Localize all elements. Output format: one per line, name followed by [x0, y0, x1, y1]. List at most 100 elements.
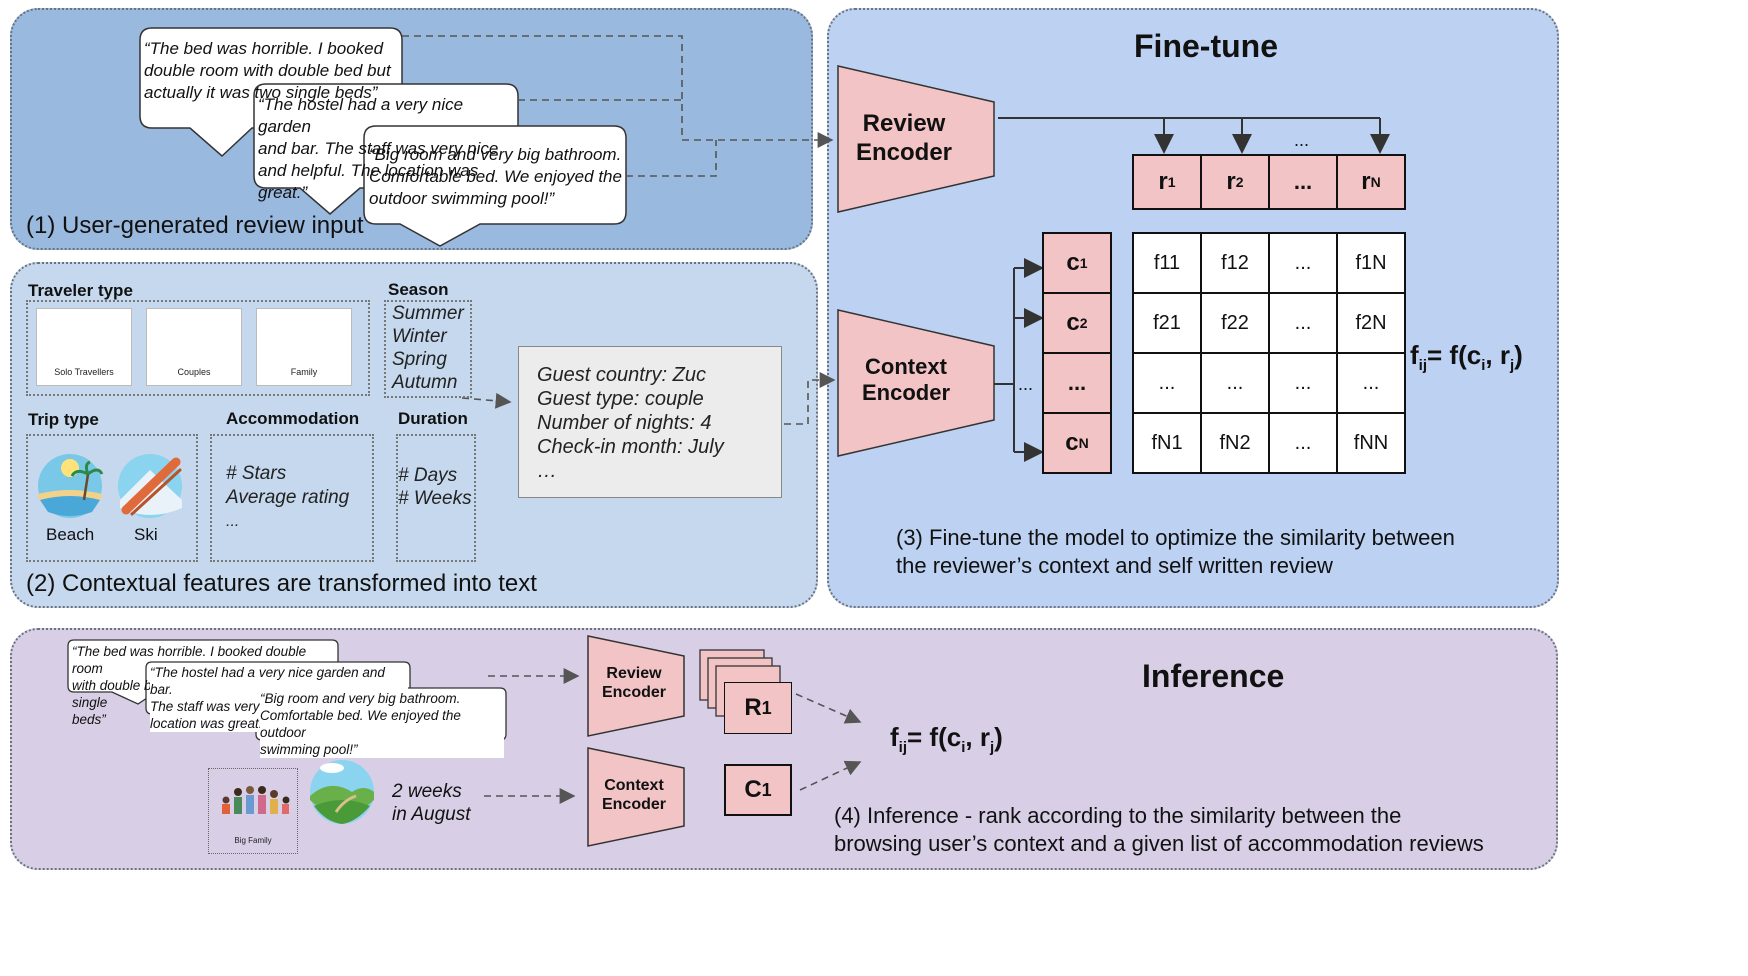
formula-sub: j — [1509, 357, 1515, 375]
landscape-illustration — [310, 760, 374, 824]
r1-sub: 1 — [761, 697, 772, 718]
formula-sub: ij — [1418, 357, 1428, 375]
season-item: Spring — [392, 349, 447, 370]
review-encoder-outputs — [998, 117, 1390, 154]
card-family: Family — [256, 308, 352, 386]
card-caption: Couples — [177, 367, 211, 377]
matrix-cell: ... — [1268, 352, 1338, 414]
accommodation-item: ... — [226, 513, 240, 530]
panel1-caption: (1) User-generated review input — [26, 212, 364, 239]
c-label: c — [1065, 429, 1079, 456]
c-sub: 1 — [1079, 255, 1088, 271]
top-ellipsis: ... — [1294, 130, 1310, 150]
season-heading: Season — [388, 280, 449, 299]
similarity-matrix: f11 f12 ... f1N f21 f22 ... f2N ... ... … — [1132, 232, 1406, 474]
card-couples: Couples — [146, 308, 242, 386]
inference-review-text-3: “Big room and very big bathroom. Comfort… — [260, 690, 504, 758]
inference-connectors — [484, 668, 862, 804]
formula-sub: i — [1481, 357, 1486, 375]
card-caption: Solo Travellers — [54, 367, 114, 377]
context-line: Guest type: couple — [537, 388, 704, 410]
inference-formula: fij= f(ci, rj) — [890, 722, 1003, 756]
big-family-card: Big Family — [208, 768, 298, 854]
matrix-cell: fN1 — [1132, 412, 1202, 474]
review-text-3: “Big room and very big bathroom. Comfort… — [369, 145, 622, 208]
inference-context-encoder-label: Context Encoder — [601, 777, 666, 814]
fine-tune-formula: fij= f(ci, rj) — [1410, 340, 1523, 374]
matrix-cell: f21 — [1132, 292, 1202, 354]
formula-part: f — [1410, 340, 1419, 370]
review-text-2: “The hostel had a very nice garden and b… — [258, 95, 499, 202]
review-bubble-3 — [363, 125, 627, 247]
ski-illustration — [118, 454, 182, 518]
matrix-cell: fN2 — [1200, 412, 1270, 474]
inference-title: Inference — [1142, 658, 1285, 694]
trip-type-heading: Trip type — [28, 410, 99, 429]
trip-type-box — [26, 434, 198, 562]
traveler-type-box — [26, 300, 370, 396]
matrix-cell: ... — [1268, 412, 1338, 474]
season-item: Winter — [392, 326, 447, 347]
duration-box — [396, 434, 476, 562]
matrix-cell: ... — [1336, 352, 1406, 414]
r-sub: 2 — [1235, 174, 1244, 190]
beach-illustration — [38, 454, 104, 518]
context-encoder-label: Context Encoder — [861, 354, 951, 406]
matrix-cell: f2N — [1336, 292, 1406, 354]
matrix-cell: f22 — [1200, 292, 1270, 354]
formula-part: ) — [1514, 340, 1523, 370]
ski-label: Ski — [134, 525, 158, 544]
c-label: ... — [1067, 370, 1087, 395]
card-caption: Family — [290, 367, 318, 377]
fine-tune-title: Fine-tune — [1134, 28, 1278, 64]
context-line: Check-in month: July — [537, 436, 724, 458]
inference-review-encoder-label: Review Encoder — [601, 665, 666, 702]
fine-tune-caption: (3) Fine-tune the model to optimize the … — [896, 525, 1455, 578]
matrix-cell: f1N — [1336, 232, 1406, 294]
duration-list: # Days # Weeks — [398, 464, 472, 510]
formula-part: , r — [1485, 340, 1510, 370]
duration-item: # Days — [398, 465, 458, 486]
review-encoder-shape — [837, 65, 995, 213]
matrix-cell: ... — [1268, 292, 1338, 354]
context-line: … — [537, 460, 557, 482]
matrix-cell: ... — [1132, 352, 1202, 414]
duration-text: 2 weeks in August — [392, 781, 471, 825]
r-cell-ellipsis: ... — [1268, 154, 1338, 210]
c-sub: N — [1078, 435, 1089, 451]
context-text-connectors — [461, 372, 836, 425]
side-ellipsis: ... — [1018, 374, 1034, 394]
matrix-cell: f11 — [1132, 232, 1202, 294]
formula-part: ) — [994, 722, 1003, 752]
context-line: Guest country: Zuc — [537, 364, 706, 386]
context-encoder-outputs — [994, 258, 1044, 462]
formula-part: = f(c — [1427, 340, 1482, 370]
card-solo-travellers: Solo Travellers — [36, 308, 132, 386]
inference-caption: (4) Inference - rank according to the si… — [834, 803, 1484, 856]
matrix-cell: ... — [1268, 232, 1338, 294]
inference-review-encoder-shape — [587, 635, 685, 737]
duration-item: # Weeks — [398, 488, 472, 509]
accommodation-item: # Stars — [226, 463, 287, 484]
review-text-1: “The bed was horrible. I booked double r… — [144, 39, 391, 102]
r-label: r — [1226, 168, 1236, 195]
formula-sub: j — [989, 739, 995, 757]
r-sub: 1 — [1167, 174, 1176, 190]
matrix-cell: ... — [1200, 352, 1270, 414]
c-label: c — [1066, 309, 1080, 336]
c-cell-ellipsis: ... — [1042, 352, 1112, 414]
matrix-cell: fNN — [1336, 412, 1406, 474]
accommodation-item: Average rating — [226, 487, 350, 508]
formula-sub: ij — [898, 739, 908, 757]
season-item: Autumn — [392, 372, 458, 393]
big-family-illustration — [222, 786, 290, 814]
formula-part: = f(c — [907, 722, 962, 752]
formula-sub: i — [961, 739, 966, 757]
inference-context-encoder-shape — [587, 747, 685, 847]
